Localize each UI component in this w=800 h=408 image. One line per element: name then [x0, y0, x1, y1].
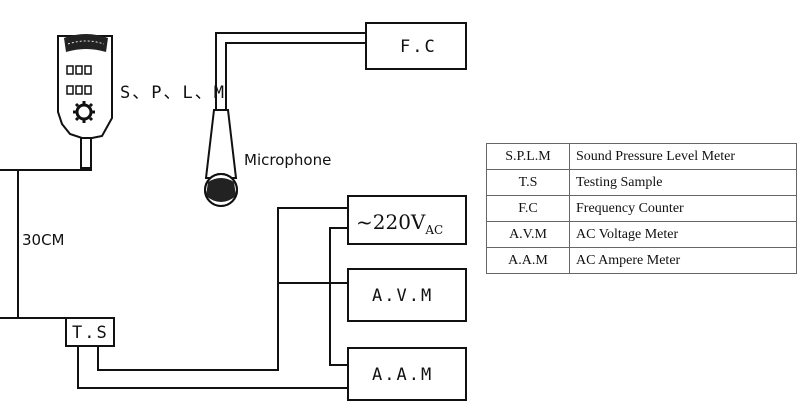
legend-description: Frequency Counter — [569, 195, 797, 222]
aam-label: A.A.M — [372, 365, 433, 385]
microphone — [204, 109, 238, 207]
ac-ampere-meter-box — [347, 347, 467, 401]
fc-label: F.C — [400, 37, 437, 57]
legend-description: AC Ampere Meter — [569, 247, 797, 274]
legend-abbreviation: T.S — [486, 169, 570, 196]
legend-abbreviation: A.V.M — [486, 221, 570, 248]
legend-abbreviation: F.C — [486, 195, 570, 222]
ts-label: T.S — [72, 323, 109, 343]
testing-sample-box — [65, 317, 115, 347]
distance-marker — [0, 169, 92, 319]
avm-label: A.V.M — [372, 286, 433, 306]
voltage-label: ~220VAC — [356, 210, 443, 237]
microphone-label: Microphone — [244, 151, 331, 169]
sound-pressure-level-meter — [57, 34, 113, 169]
legend-abbreviation: S.P.L.M — [486, 143, 570, 170]
microphone-cable — [215, 32, 366, 118]
frequency-counter-box — [365, 22, 467, 70]
legend-description: AC Voltage Meter — [569, 221, 797, 248]
distance-label: 30CM — [22, 231, 65, 249]
splm-label: S、P、L、M — [120, 83, 226, 103]
legend-description: Sound Pressure Level Meter — [569, 143, 797, 170]
gear-icon — [73, 101, 95, 123]
legend-description: Testing Sample — [569, 169, 797, 196]
power-supply-box — [347, 195, 467, 245]
wiring — [77, 207, 348, 389]
legend-abbreviation: A.A.M — [486, 247, 570, 274]
ac-voltage-meter-box — [347, 268, 467, 322]
